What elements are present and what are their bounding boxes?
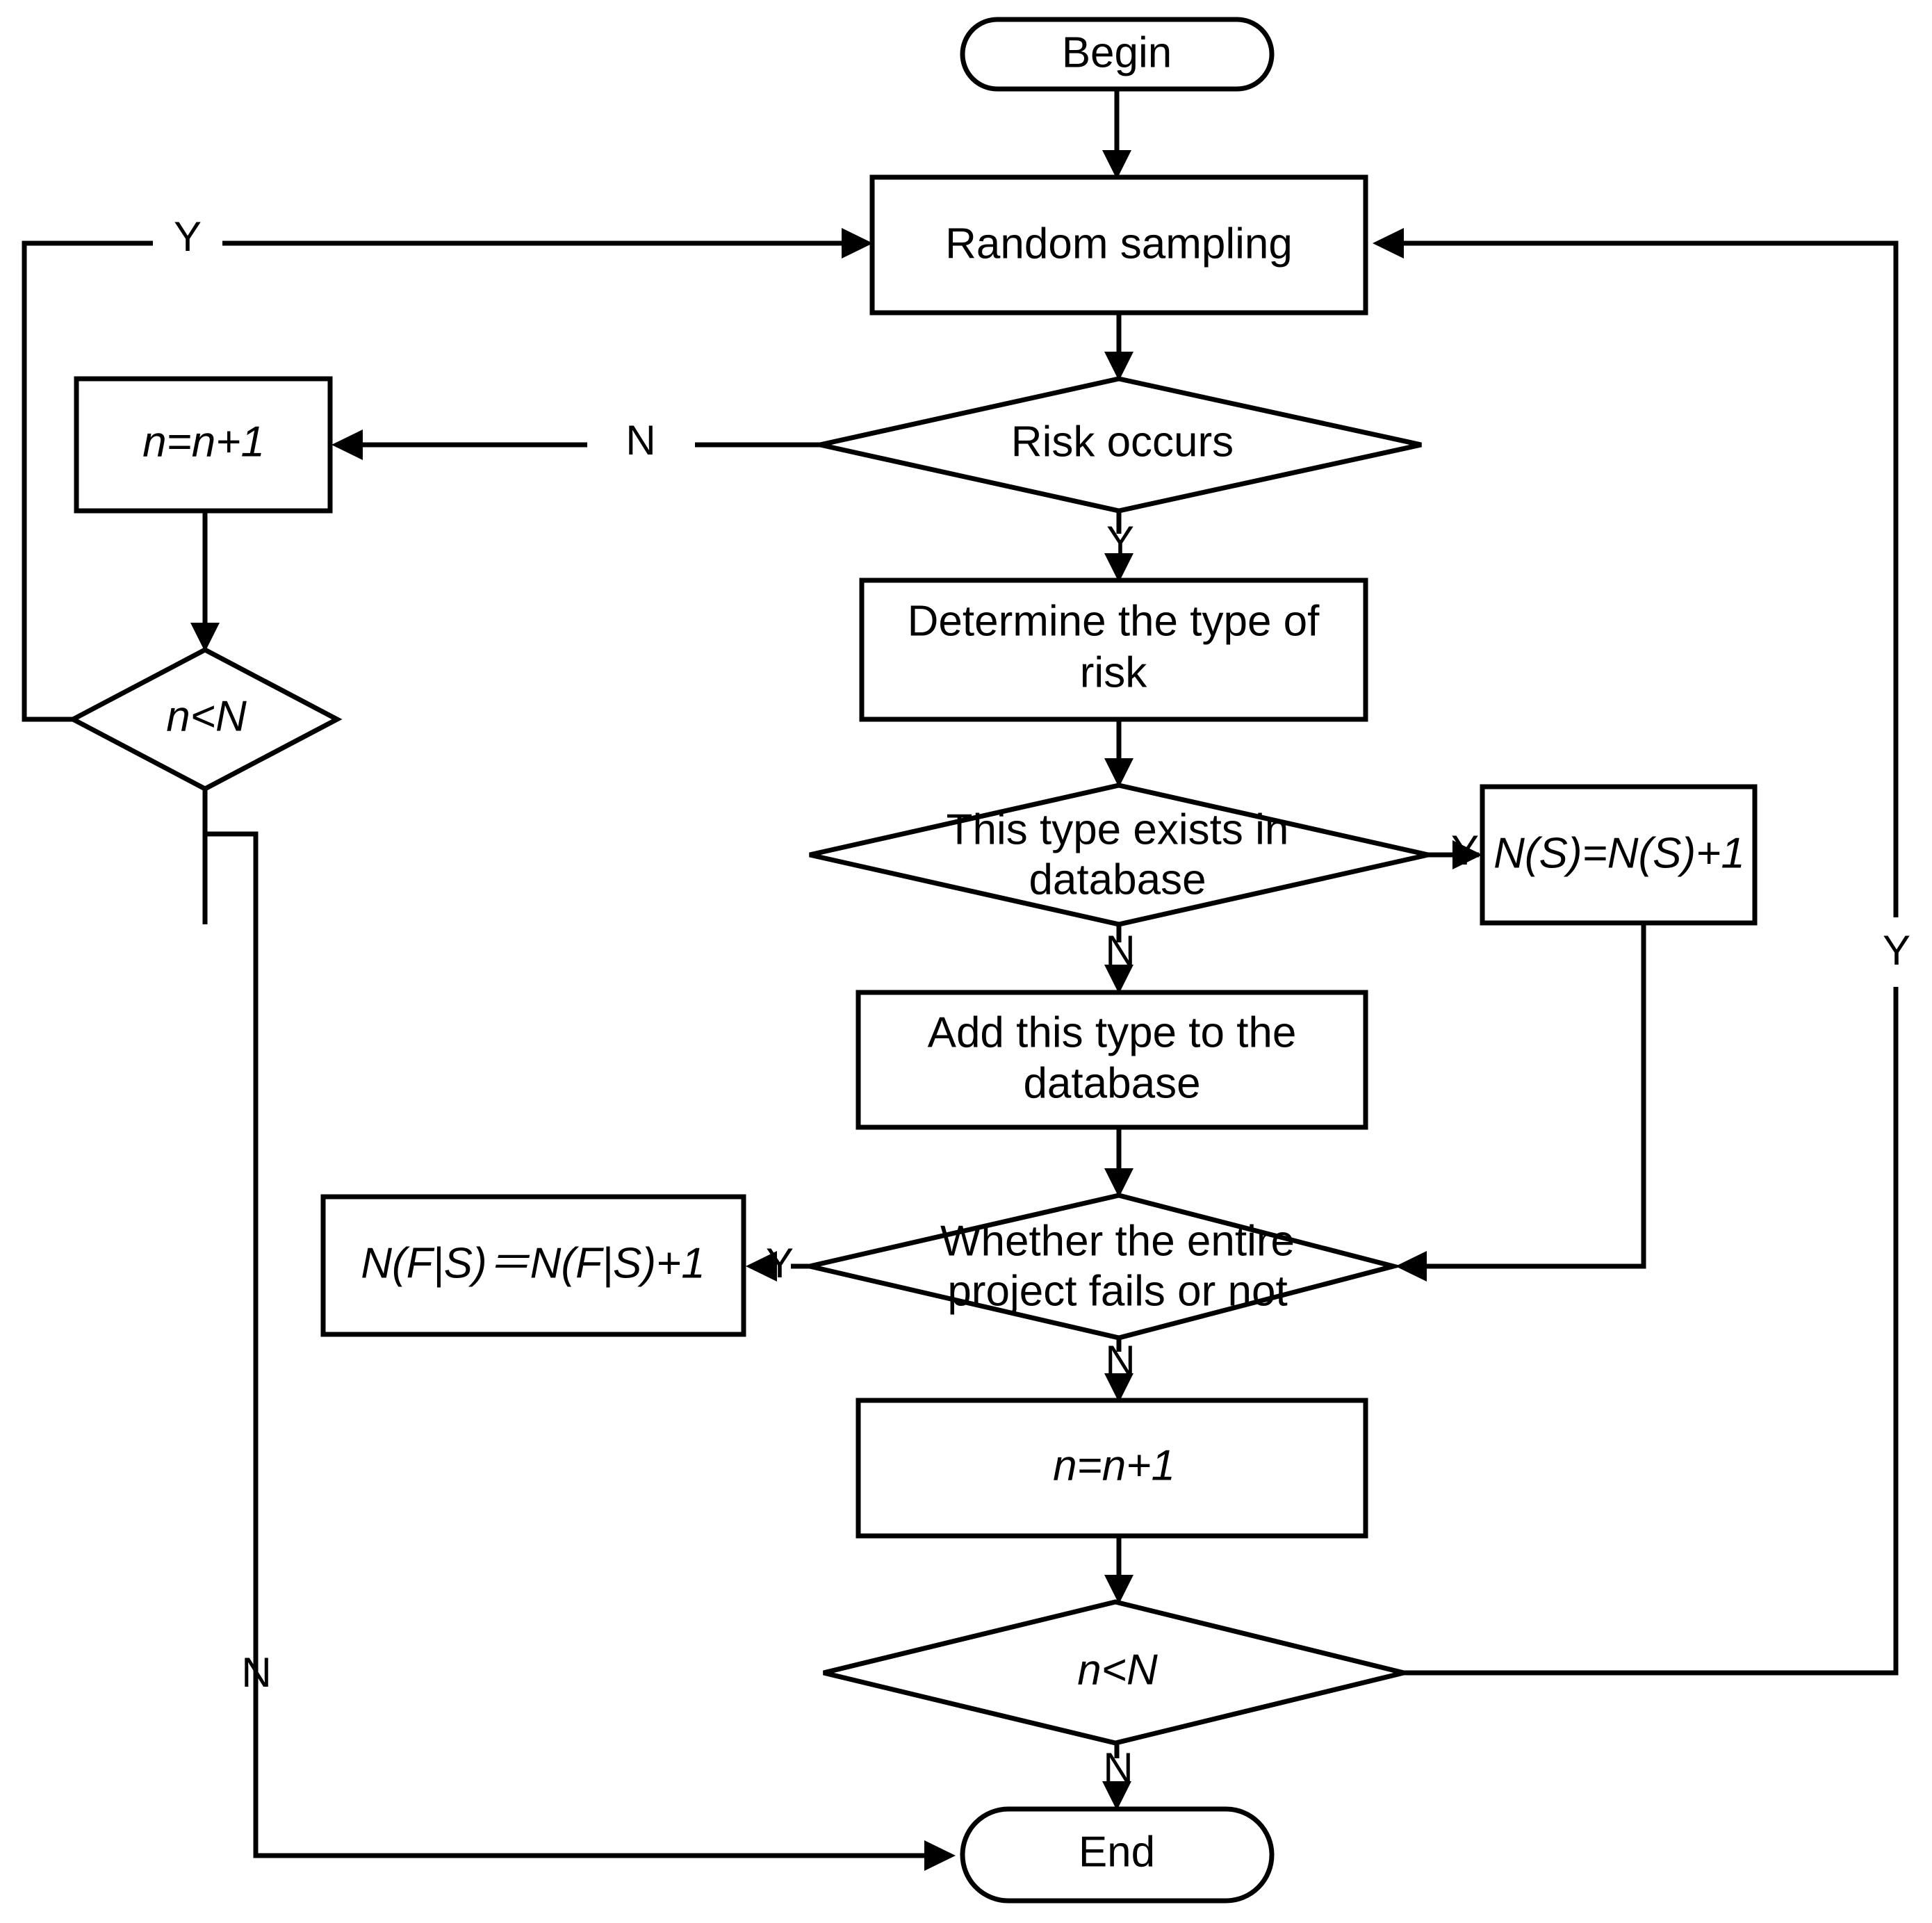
determine-type-label-line1: Determine the type of	[908, 597, 1320, 645]
arrowhead-incrleft-to-nltnleft	[190, 623, 220, 652]
node-end[interactable]: End	[960, 1806, 1275, 1904]
node-nltN-bottom[interactable]: n<N	[823, 1599, 1405, 1746]
node-nfs-increment[interactable]: N(F|S)＝N(F|S)+1	[320, 1194, 746, 1337]
increment-bottom-shape	[856, 1398, 1368, 1539]
add-type-label-line1: Add this type to the	[928, 1008, 1297, 1056]
ns-increment-label: N(S)=N(S)+1	[1493, 829, 1745, 877]
node-increment-left[interactable]: n=n+1	[74, 376, 333, 514]
random-sampling-label: Random sampling	[945, 220, 1293, 268]
node-determine-type[interactable]: Determine the type of risk	[859, 578, 1368, 722]
nltN-bottom-label: n<N	[1077, 1646, 1158, 1694]
edge-label-fails-no: N	[1105, 1337, 1135, 1384]
arrowhead-nltnleft-to-end	[924, 1840, 956, 1871]
arrowhead-risk-to-incrleft	[331, 429, 363, 460]
edge-label-risk-yes: Y	[1106, 518, 1134, 564]
edge-label-exists-no: N	[1105, 927, 1135, 974]
determine-type-shape	[859, 578, 1368, 722]
nfs-increment-label: N(F|S)＝N(F|S)+1	[361, 1239, 705, 1287]
arrowhead-begin-to-random	[1102, 150, 1131, 179]
edge-nltnbottom-yes-seg2	[1386, 240, 1899, 917]
arrowhead-incrbottom-to-nltnbottom	[1104, 1575, 1133, 1604]
node-random-sampling[interactable]: Random sampling	[869, 174, 1368, 316]
edge-nltnleft-no-join	[202, 789, 259, 928]
edge-label-risk-no: N	[625, 417, 655, 464]
nfs-increment-shape	[320, 1194, 746, 1337]
nltN-left-label: n<N	[166, 692, 247, 740]
edge-label-group: Y N Y Y N Y Y N N N	[174, 213, 1910, 1791]
arrowhead-addtype-to-fails	[1104, 1168, 1133, 1197]
edge-nltnbottom-yes-seg1	[1404, 987, 1899, 1676]
add-type-label-line2: database	[1023, 1059, 1200, 1107]
edge-label-nltN-bottom-yes: Y	[1883, 927, 1910, 974]
node-begin[interactable]: Begin	[960, 17, 1275, 92]
edge-nltnleft-yes-seg1	[22, 240, 153, 722]
arrowhead-nltnbottom-to-end	[1102, 1781, 1131, 1810]
node-project-fails[interactable]: Whether the entire project fails or not	[809, 1193, 1403, 1341]
arrowhead-random-to-risk	[1104, 352, 1133, 381]
node-ns-increment[interactable]: N(S)=N(S)+1	[1480, 784, 1758, 926]
ns-increment-shape	[1480, 784, 1758, 926]
edge-nsincr-to-fails	[1409, 923, 1646, 1269]
edge-nltnleft-no-seg3	[253, 1635, 942, 1858]
increment-bottom-label: n=n+1	[1053, 1441, 1175, 1489]
increment-left-label: n=n+1	[142, 418, 265, 466]
project-fails-label-line1: Whether the entire	[940, 1217, 1295, 1265]
edge-label-nltN-left-no: N	[241, 1649, 271, 1696]
arrowhead-nltnbottom-to-random	[1373, 228, 1404, 259]
node-risk-occurs[interactable]: Risk occurs	[819, 376, 1422, 514]
nltN-bottom-shape	[823, 1599, 1405, 1746]
risk-occurs-shape	[819, 376, 1422, 514]
node-nltN-left[interactable]: n<N	[67, 647, 343, 792]
node-increment-bottom[interactable]: n=n+1	[856, 1398, 1368, 1539]
nltN-left-shape	[67, 647, 343, 792]
type-exists-label-line2: database	[1029, 856, 1206, 903]
determine-type-label-line2: risk	[1080, 648, 1147, 696]
edge-label-nltN-left-yes: Y	[174, 213, 202, 260]
end-shape	[960, 1806, 1275, 1904]
arrowhead-exists-to-nsincr	[1452, 840, 1482, 869]
node-type-exists[interactable]: This type exists in database	[809, 783, 1429, 927]
risk-occurs-label: Risk occurs	[1011, 418, 1234, 466]
type-exists-shape	[809, 783, 1429, 927]
node-add-type[interactable]: Add this type to the database	[856, 990, 1368, 1130]
increment-left-shape	[74, 376, 333, 514]
begin-label: Begin	[1062, 28, 1172, 76]
project-fails-label-line2: project fails or not	[947, 1267, 1287, 1315]
arrowhead-exists-to-addtype	[1104, 965, 1133, 994]
edge-label-fails-yes: Y	[766, 1240, 794, 1286]
edge-label-nltN-bottom-no: N	[1103, 1744, 1133, 1791]
edge-label-exists-yes: Y	[1451, 827, 1479, 874]
end-label: End	[1079, 1828, 1155, 1876]
arrowhead-fails-to-nfsincr	[746, 1251, 777, 1282]
connector-group	[22, 89, 1899, 1871]
arrowhead-determine-to-exists	[1104, 758, 1133, 787]
type-exists-label-line1: This type exists in	[947, 805, 1289, 853]
arrowhead-risk-to-determine	[1104, 553, 1133, 582]
begin-shape	[960, 17, 1275, 92]
random-sampling-shape	[869, 174, 1368, 316]
project-fails-shape	[809, 1193, 1403, 1341]
arrowhead-nltnleft-to-random	[842, 228, 873, 259]
add-type-shape	[856, 990, 1368, 1130]
arrowhead-fails-to-incrbottom	[1104, 1373, 1133, 1402]
arrowhead-nsincr-to-fails	[1395, 1251, 1427, 1282]
